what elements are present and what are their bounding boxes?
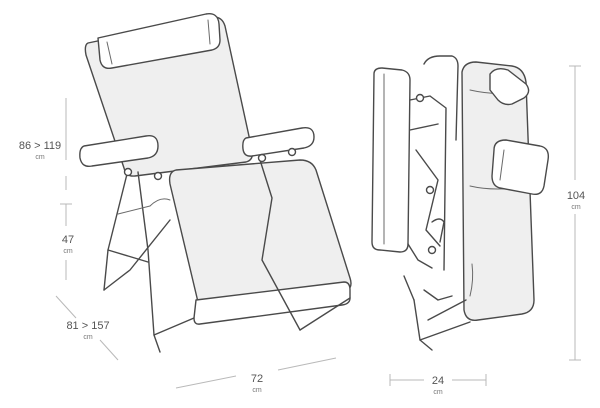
- dimension-lines: [55, 65, 581, 389]
- label-chair-height: 86 > 119 cm: [19, 140, 61, 161]
- seat-height-unit: cm: [63, 248, 73, 255]
- label-chair-depth: 81 > 157 cm: [66, 320, 109, 341]
- label-seat-height: 47 cm: [62, 234, 74, 255]
- open-chair-illustration: [79, 13, 352, 353]
- folded-height-value: 104: [567, 190, 585, 202]
- folded-height-unit: cm: [571, 204, 581, 211]
- chair-height-unit: cm: [35, 154, 45, 161]
- chair-depth-value: 81 > 157: [66, 320, 109, 332]
- folded-thickness-value: 24: [432, 375, 444, 387]
- folded-thickness-unit: cm: [433, 389, 443, 396]
- chair-height-value: 86 > 119: [19, 140, 61, 152]
- seat-height-value: 47: [62, 234, 74, 246]
- chair-width-value: 72: [251, 373, 263, 385]
- folded-chair-illustration: [371, 55, 550, 351]
- chair-width-unit: cm: [252, 387, 262, 394]
- label-folded-height: 104 cm: [567, 190, 585, 211]
- label-chair-width: 72 cm: [251, 373, 263, 394]
- label-folded-thickness: 24 cm: [432, 375, 444, 396]
- chair-depth-unit: cm: [83, 334, 93, 341]
